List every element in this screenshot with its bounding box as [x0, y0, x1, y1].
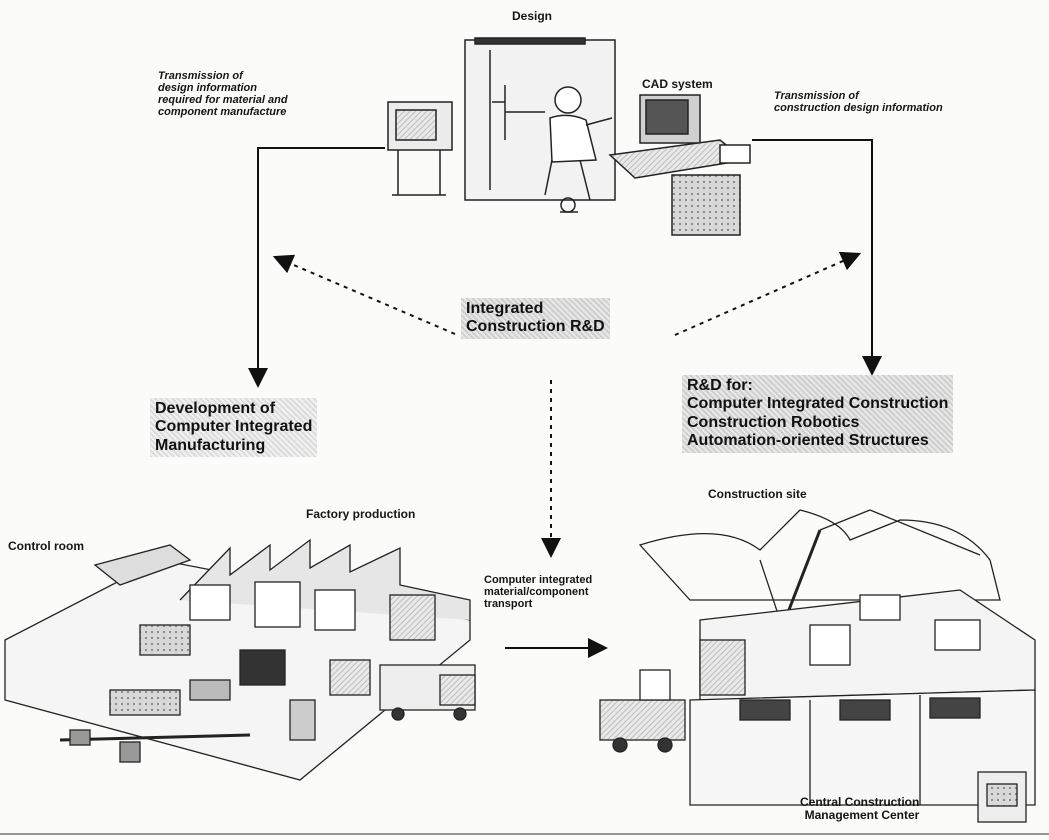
central-line-2: Management Center — [800, 809, 919, 822]
cad-system-label: CAD system — [642, 78, 713, 91]
integrated-rd-line-1: Integrated — [466, 300, 605, 318]
cad-workstation-illustration — [388, 38, 750, 235]
transmission-right-text: Transmission of construction design info… — [774, 90, 943, 114]
rd-line-3: Construction Robotics — [687, 414, 948, 432]
rd-line-2: Computer Integrated Construction — [687, 395, 948, 413]
rd-line-4: Automation-oriented Structures — [687, 432, 948, 450]
factory-illustration — [5, 540, 475, 780]
transmission-left-line-1: Transmission of — [158, 70, 288, 82]
rd-line-1: R&D for: — [687, 377, 948, 395]
integrated-rd-box: Integrated Construction R&D — [461, 298, 610, 339]
transport-text: Computer integrated material/component t… — [484, 574, 592, 610]
transmission-right-line-2: construction design information — [774, 102, 943, 114]
transport-line-2: material/component — [484, 586, 592, 598]
development-line-3: Manufacturing — [155, 437, 312, 455]
transmission-right-line-1: Transmission of — [774, 90, 943, 102]
control-room-label: Control room — [8, 540, 84, 553]
development-line-2: Computer Integrated — [155, 418, 312, 436]
transmission-left-text: Transmission of design information requi… — [158, 70, 288, 118]
solid-arrow-left — [258, 148, 385, 378]
development-line-1: Development of — [155, 400, 312, 418]
rd-for-box: R&D for: Computer Integrated Constructio… — [682, 375, 953, 453]
transmission-left-line-4: component manufacture — [158, 106, 288, 118]
transport-line-3: transport — [484, 598, 592, 610]
development-cim-box: Development of Computer Integrated Manuf… — [150, 398, 317, 457]
construction-site-illustration — [600, 510, 1035, 822]
construction-site-label: Construction site — [708, 488, 807, 501]
central-management-text: Central Construction Management Center — [800, 796, 919, 822]
design-label: Design — [512, 10, 552, 23]
transmission-left-line-3: required for material and — [158, 94, 288, 106]
integrated-rd-line-2: Construction R&D — [466, 318, 605, 336]
factory-production-label: Factory production — [306, 508, 415, 521]
transport-line-1: Computer integrated — [484, 574, 592, 586]
transmission-left-line-2: design information — [158, 82, 288, 94]
solid-arrow-right — [752, 140, 872, 366]
